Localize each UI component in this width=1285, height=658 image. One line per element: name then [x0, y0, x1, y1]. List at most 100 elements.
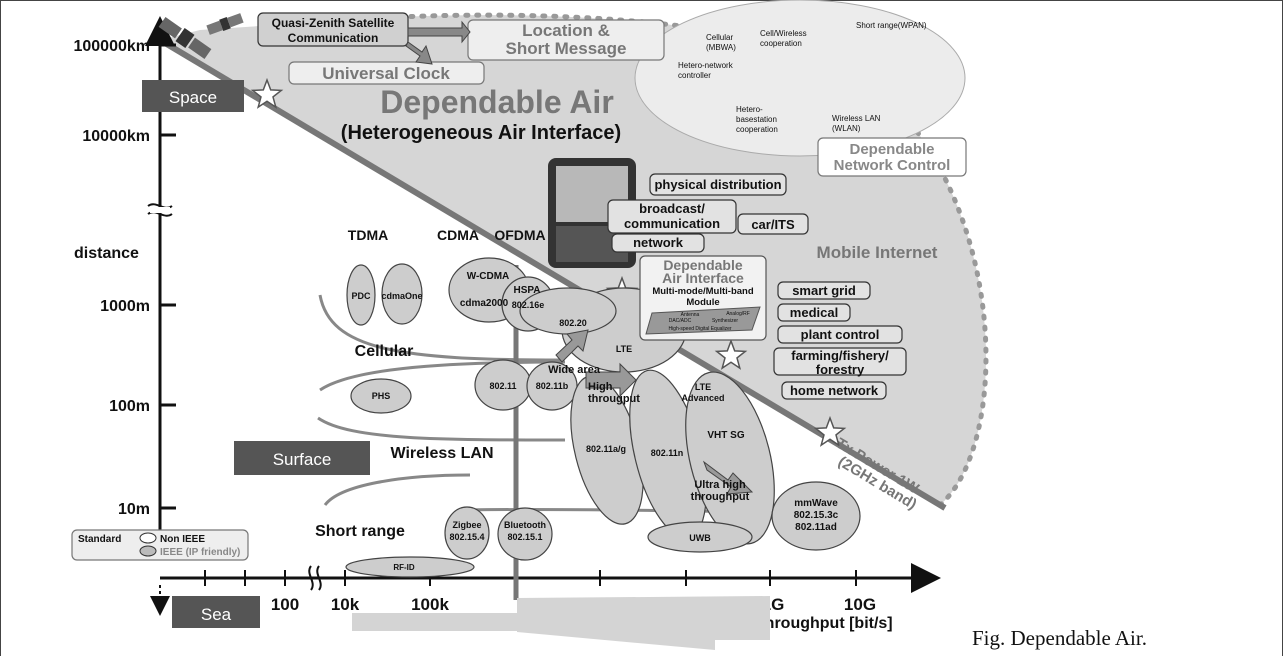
network-wlan-label-line-2: (WLAN)	[832, 124, 861, 133]
w80211b-label: 802.11b	[536, 381, 569, 391]
satellite-icon	[158, 17, 212, 59]
vht-ellipse	[685, 371, 775, 545]
network-basestation-label-line-3: cooperation	[736, 125, 778, 134]
phs-ellipse	[350, 378, 412, 414]
qzs-label-line-1: Quasi-Zenith Satellite	[272, 16, 395, 30]
physical-label: physical distribution	[654, 177, 781, 192]
legend-ieee-icon	[139, 545, 157, 557]
network-wlan-label-line-1: Wireless LAN	[832, 114, 881, 123]
mmwave-label-line-2: 802.15.3c	[794, 510, 839, 521]
home-label: home network	[790, 383, 879, 398]
module-chip-equalizer: High-speed Digital Equalizer	[668, 326, 731, 332]
title-main: Dependable Air	[380, 84, 614, 120]
module-chip-synth: Synthesizer	[712, 318, 738, 324]
short-range-boundary	[323, 473, 471, 506]
network-basestation-label-line-1: Hetero-	[736, 105, 763, 114]
legend-non-ieee-icon	[139, 532, 157, 544]
universal-clock-label: Universal Clock	[322, 64, 450, 83]
legend-non-ieee: Non IEEE	[160, 534, 205, 545]
y-tick-label: 10m	[118, 501, 150, 518]
network-hetero-label-line-1: Hetero-network	[678, 61, 734, 70]
qzs-label-line-2: Communication	[288, 31, 379, 45]
medical-box	[777, 303, 851, 322]
network-basestation-label-line-2: basestation	[736, 115, 777, 124]
bluetooth-label-line-2: 802.15.1	[507, 532, 542, 542]
broadcast-label-line-2: communication	[624, 216, 720, 231]
ofdma-label: OFDMA	[494, 227, 545, 243]
space-box	[142, 80, 244, 112]
figure-caption: Fig. Dependable Air.	[972, 626, 1147, 650]
title-sub: (Heterogeneous Air Interface)	[341, 122, 621, 144]
car-label: car/ITS	[751, 217, 795, 232]
sea-label: Sea	[201, 605, 232, 624]
network-control-label-line-2: Network Control	[834, 157, 951, 174]
qzs-to-location-arrow	[407, 20, 471, 44]
y-tick-label: 100000km	[73, 38, 150, 55]
short-range-region-label: Short range	[315, 523, 405, 540]
wide-area-label: Wide area	[548, 364, 601, 376]
wlan-boundary	[317, 416, 566, 442]
y-tick-label: 100m	[109, 398, 150, 415]
network-coop-label-line-1: Cell/Wireless	[760, 29, 807, 38]
module-title-line-1: Dependable	[663, 257, 743, 273]
cdma-label: CDMA	[437, 227, 479, 243]
x-axis-break	[308, 565, 322, 591]
y-tick-label: 10000km	[82, 128, 150, 145]
star-icon	[714, 338, 748, 370]
broadcast-box	[607, 199, 737, 234]
wide-area-arrow	[555, 329, 589, 363]
farming-box	[773, 347, 907, 376]
cdma2000-label: cdma2000	[460, 298, 509, 309]
network-wpan-label: Short range(WPAN)	[856, 21, 927, 30]
smart-grid-box	[777, 281, 871, 300]
network-box	[611, 233, 705, 253]
ultra-throughput-label-line-1: Ultra high	[694, 479, 746, 491]
sea-box	[172, 596, 260, 628]
high-throughput-label-line-2: througput	[588, 393, 640, 405]
ultra-throughput-label-line-2: throughput	[691, 491, 750, 503]
mmwave-label-line-1: mmWave	[794, 498, 838, 509]
module-chip-icon	[645, 306, 761, 335]
y-axis-label: distance	[74, 245, 139, 262]
location-label-line-2: Short Message	[506, 39, 627, 58]
legend-title: Standard	[78, 534, 121, 545]
tx-power-line	[158, 37, 947, 511]
rfid-ellipse	[345, 556, 475, 578]
mobile-internet-label: Mobile Internet	[817, 243, 938, 262]
x-tick-label: 100k	[411, 595, 449, 614]
w80211-label: 802.11	[489, 381, 516, 391]
cellular-region-label: Cellular	[355, 343, 414, 360]
module-sub-line-1: Multi-mode/Multi-band	[652, 286, 754, 297]
cdmaone-label: cdmaOne	[381, 291, 422, 301]
module-sub-line-2: Module	[686, 297, 719, 308]
ltea-label-line-1: LTE	[695, 382, 711, 392]
tdma-label: TDMA	[348, 227, 388, 243]
module-title-line-2: Air Interface	[662, 270, 744, 286]
hspa-label: HSPA	[513, 285, 540, 296]
location-label-line-1: Location &	[522, 21, 610, 40]
uwb-ellipse	[647, 521, 753, 553]
farming-label-line-1: farming/fishery/	[791, 348, 889, 363]
pdc-label: PDC	[351, 291, 371, 301]
medical-label: medical	[790, 305, 838, 320]
wlan-region-label: Wireless LAN	[391, 445, 494, 462]
x-axis-label: throughput [bit/s]	[759, 615, 892, 632]
legend-ieee: IEEE (IP friendly)	[160, 547, 240, 558]
network-inset-region	[634, 0, 966, 157]
module-chip-antenna: Antenna	[681, 312, 700, 318]
qzs-to-clock-arrow	[405, 41, 433, 65]
space-label: Space	[169, 88, 217, 107]
zigbee-label-line-1: Zigbee	[452, 520, 481, 530]
x-tick-label: 10k	[331, 595, 360, 614]
network-hetero-label-line-2: controller	[678, 71, 711, 80]
network-cellular-label-line-2: (MBWA)	[706, 43, 736, 52]
rfid-label: RF-ID	[393, 563, 415, 572]
broadband-bar	[517, 596, 770, 650]
phs-label: PHS	[372, 391, 391, 401]
smart-grid-label: smart grid	[792, 283, 856, 298]
legend-box	[71, 529, 249, 561]
broadcast-label-line-1: broadcast/	[639, 201, 705, 216]
w-cdma-label: W-CDMA	[467, 271, 510, 282]
